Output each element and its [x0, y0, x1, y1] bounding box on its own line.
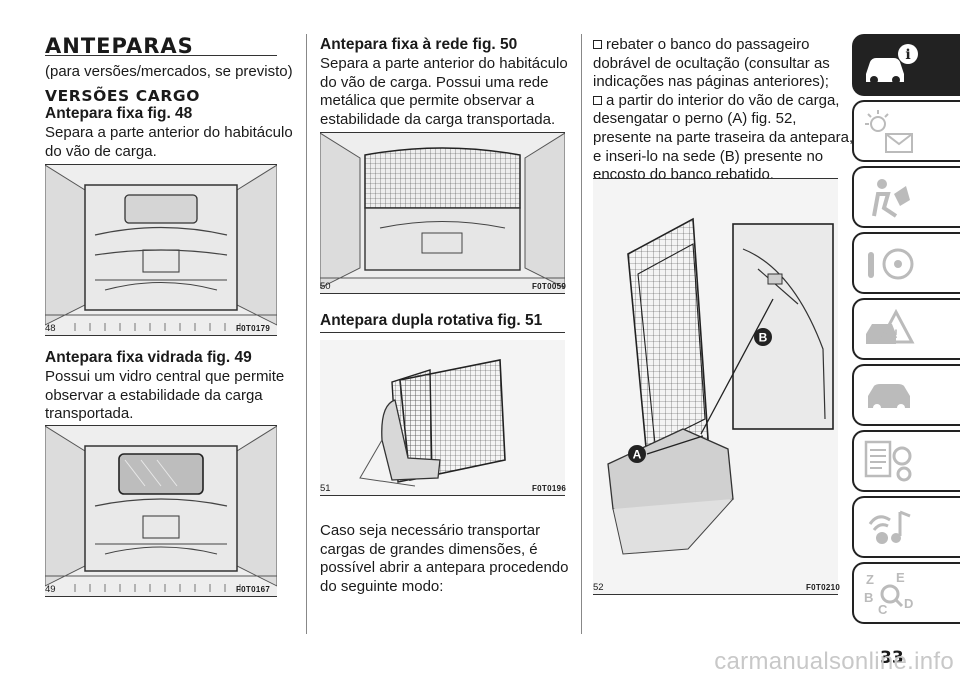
bulkhead-pin-illustration: B A: [593, 179, 838, 594]
car-info-icon: i: [866, 44, 918, 84]
nav-tab-warning-lights[interactable]: [852, 100, 960, 162]
emergency-icon: !: [866, 308, 915, 344]
paragraph-fig48: Separa a parte anterior do habitáculo do…: [45, 124, 293, 161]
figure-number: 49: [45, 584, 56, 595]
column-divider: [581, 34, 582, 634]
figure-51: [320, 340, 565, 496]
nav-tab-car-info[interactable]: i: [852, 34, 960, 96]
figure-code: F0T0196: [532, 484, 567, 493]
maintenance-icon: [868, 384, 910, 412]
text-line: Separa a parte anterior do habitáculo: [45, 124, 293, 141]
title-subtitle: (para versões/mercados, se previsto): [45, 63, 293, 80]
nav-tab-emergency[interactable]: !: [852, 298, 960, 360]
heading-fig48: Antepara fixa fig. 48: [45, 105, 193, 122]
page-title: ANTEPARAS: [45, 34, 194, 58]
figure-code: F0T0167: [236, 585, 271, 594]
title-underline: [45, 55, 277, 57]
svg-text:Z: Z: [866, 572, 874, 587]
text-line: do seguinte modo:: [320, 577, 444, 595]
text-line: Caso seja necessário transportar: [320, 522, 541, 539]
svg-text:E: E: [896, 570, 905, 585]
svg-text:C: C: [878, 602, 888, 617]
starting-driving-icon: [868, 248, 914, 280]
text-line: rebater o banco do passageiro: [606, 36, 810, 53]
figure-49: [45, 425, 277, 597]
heading-fig49: Antepara fixa vidrada fig. 49: [45, 349, 252, 366]
callout-b: B: [759, 331, 768, 345]
figure-code: F0T0059: [532, 282, 567, 291]
bulkhead-glazed-illustration: [45, 426, 277, 596]
nav-tab-technical-data[interactable]: [852, 430, 960, 492]
figure-number: 52: [593, 582, 604, 593]
svg-text:!: !: [894, 327, 898, 341]
nav-tab-starting-driving[interactable]: [852, 232, 960, 294]
text-line: dobrável de ocultação (consultar as: [593, 54, 830, 72]
text-line: cargas de grandes dimensões, é: [320, 540, 538, 558]
nav-tab-safety[interactable]: [852, 166, 960, 228]
figure-code: F0T0179: [236, 324, 271, 333]
heading-fig50: Antepara fixa à rede fig. 50: [320, 36, 518, 53]
bullet-square-icon: [593, 95, 602, 105]
text-line: observar a estabilidade da carga: [45, 386, 263, 404]
figure-48: [45, 164, 277, 336]
svg-text:B: B: [864, 590, 873, 605]
column-divider: [306, 34, 307, 634]
svg-text:D: D: [904, 596, 913, 611]
heading-fig51: Antepara dupla rotativa fig. 51: [320, 312, 543, 329]
heading-underline: [320, 332, 565, 334]
watermark: carmanualsonline.info: [714, 648, 954, 675]
warning-lights-icon: [865, 110, 913, 153]
text-line: a partir do interior do vão de carga,: [606, 91, 840, 109]
bullet-item: a partir do interior do vão de carga, de…: [593, 92, 853, 185]
text-line: Possui um vidro central que permite: [45, 368, 285, 385]
nav-tab-index[interactable]: Z E B C D: [852, 562, 960, 624]
text-line: metálica que permite observar a: [320, 92, 535, 110]
page-number: 33: [880, 648, 904, 668]
figure-number: 51: [320, 483, 331, 494]
figure-code: F0T0210: [806, 583, 841, 592]
figure-50: [320, 132, 565, 294]
nav-tab-multimedia[interactable]: [852, 496, 960, 558]
index-icon: Z E B C D: [864, 570, 913, 617]
safety-icon: [872, 179, 910, 218]
figure-number: 48: [45, 323, 56, 334]
text-line: presente na parte traseira da antepara,: [593, 128, 854, 146]
text-line: estabilidade da carga transportada.: [320, 110, 556, 128]
nav-tab-maintenance[interactable]: [852, 364, 960, 426]
bullet-item: rebater o banco do passageiro dobrável d…: [593, 36, 853, 92]
text-line: e inseri-lo na sede (B) presente no: [593, 147, 824, 165]
section-heading: VERSÕES CARGO: [45, 87, 201, 105]
paragraph-procedure: Caso seja necessário transportar cargas …: [320, 522, 569, 596]
paragraph-fig49: Possui um vidro central que permite obse…: [45, 368, 284, 424]
text-line: Separa a parte anterior do habitáculo: [320, 55, 568, 72]
text-line: desengatar o perno (A) fig. 52,: [593, 110, 797, 128]
paragraph-fig50: Separa a parte anterior do habitáculo do…: [320, 55, 568, 129]
text-line: possível abrir a antepara procedendo: [320, 559, 569, 577]
figure-52: B A: [593, 178, 838, 595]
bulkhead-fixed-illustration: [45, 165, 277, 335]
bullet-square-icon: [593, 40, 602, 49]
text-line: indicações nas páginas anteriores);: [593, 73, 829, 91]
multimedia-icon: [868, 510, 911, 544]
text-line: transportada.: [45, 405, 134, 423]
svg-text:i: i: [905, 47, 910, 63]
bullet-list: rebater o banco do passageiro dobrável d…: [593, 36, 853, 185]
technical-data-icon: [864, 440, 912, 482]
figure-number: 50: [320, 281, 331, 292]
callout-a: A: [633, 448, 642, 462]
text-line: do vão de carga.: [45, 142, 157, 160]
text-line: do vão de carga. Possui uma rede: [320, 73, 549, 91]
bulkhead-double-rotating-illustration: [320, 340, 565, 495]
bulkhead-mesh-illustration: [320, 133, 565, 293]
